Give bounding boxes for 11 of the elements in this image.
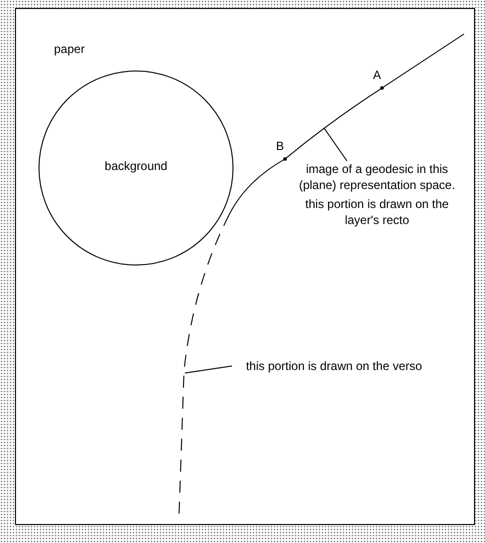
point-label: B <box>276 139 284 153</box>
leader-line <box>324 128 348 162</box>
paper-sheet <box>15 8 475 525</box>
geodesic-curve-dashed <box>178 214 230 516</box>
sheet-label: paper <box>54 42 85 56</box>
caption-text: this portion is drawn on the verso <box>244 358 424 374</box>
geodesic-curve <box>228 34 464 216</box>
note-text: this portion is drawn on the layer's recto <box>304 196 450 228</box>
caption-text: image of a geodesic in this (plane) representation space. <box>298 161 456 193</box>
leader-line <box>184 366 232 374</box>
point-label: A <box>373 68 382 82</box>
